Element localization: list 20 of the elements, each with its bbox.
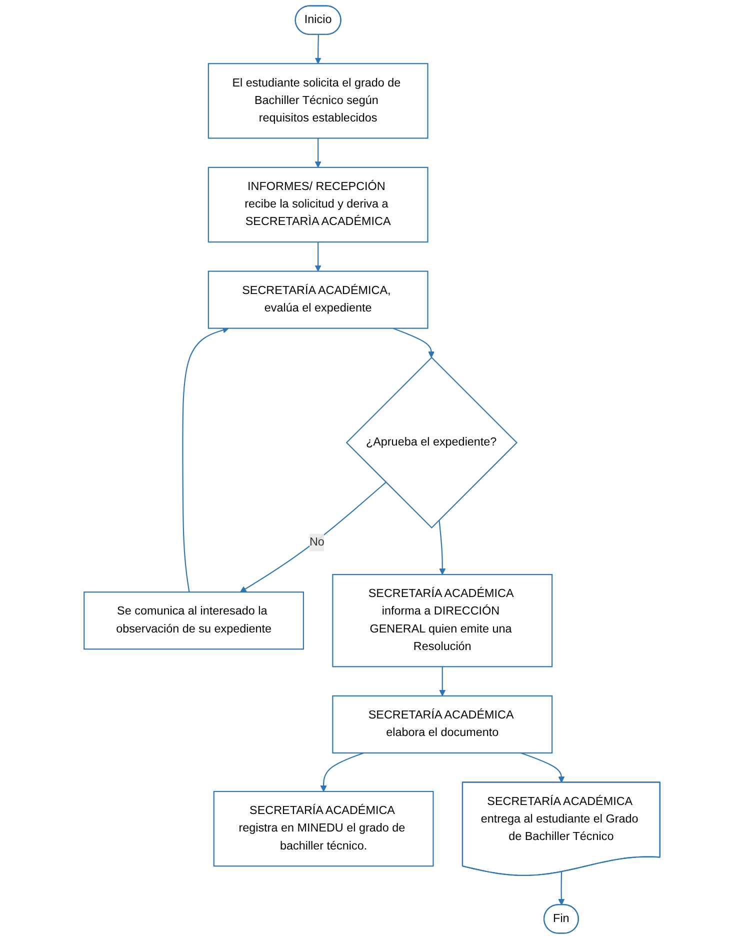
arrow — [438, 520, 446, 575]
node-box: SECRETARÍA ACADÉMICA, evalúa el expediente — [208, 270, 428, 329]
arrow — [439, 666, 446, 696]
node-box: El estudiante solicita el grado de Bachiller Técnico según requisitos establecidos — [208, 63, 428, 139]
edge-label: No — [309, 536, 324, 548]
node-box: SECRETARÍA ACADÉMICA informa a DIRECCIÓN GENERAL quien emite una Resolución — [332, 574, 553, 668]
arrow — [240, 482, 386, 592]
arrow — [558, 872, 565, 906]
arrow — [314, 242, 322, 272]
node-diamond: ¿Aprueba el expediente? — [346, 356, 518, 529]
node-box: SECRETARÍA ACADÉMICA registra en MINEDU el grado de bachiller técnico. — [213, 790, 434, 867]
node-box: Se comunica al interesado la observación de su expediente — [84, 592, 304, 650]
node-box: SECRETARÍA ACADÉMICA elabora el documento — [332, 695, 553, 754]
arrow — [182, 326, 229, 592]
arrow — [314, 138, 322, 168]
arrow — [314, 34, 322, 64]
arrow — [392, 328, 435, 358]
arrow — [320, 752, 364, 792]
arrow — [520, 752, 565, 783]
node-box: INFORMES/ RECEPCIÓN recibe la solicitud y deriva a SECRETARÌA ACADÉMICA — [208, 166, 428, 243]
